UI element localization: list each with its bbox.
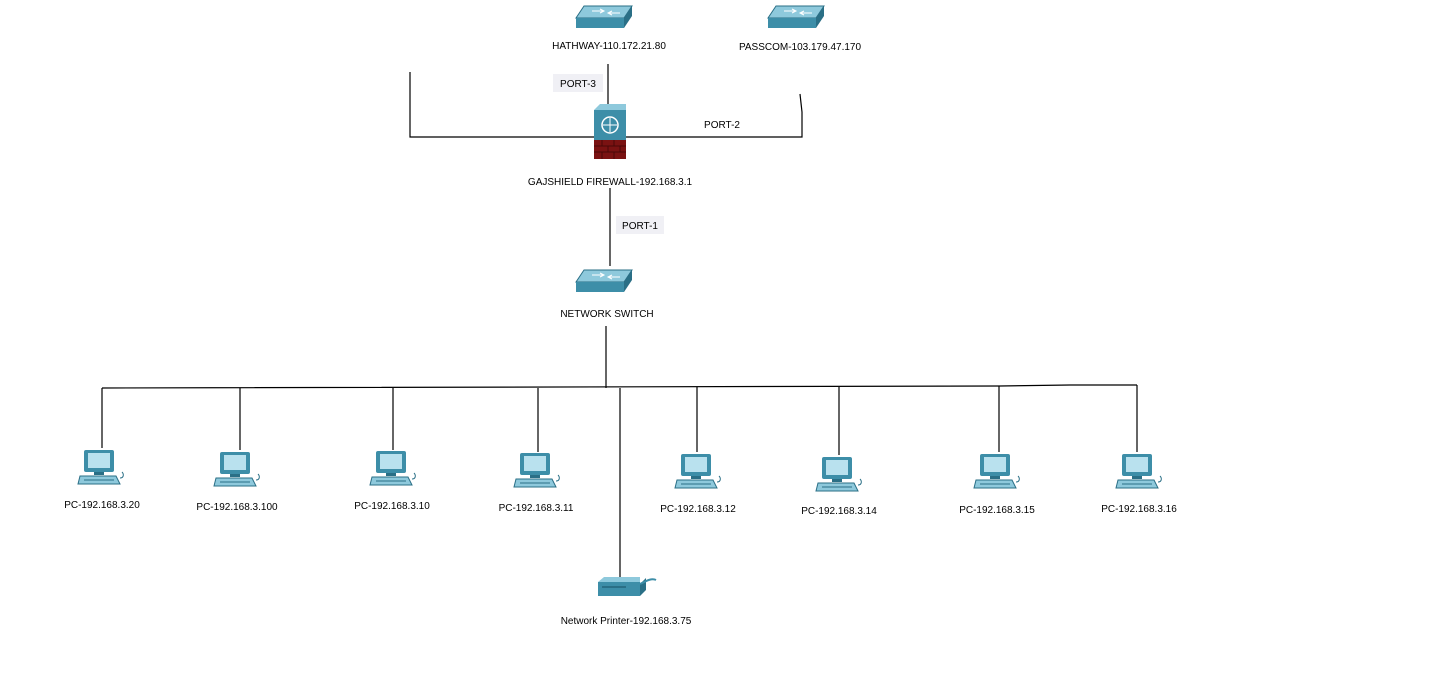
pc-label: PC-192.168.3.12 (660, 504, 736, 515)
pc-icon (369, 450, 416, 486)
switch-label: NETWORK SWITCH (560, 309, 653, 320)
firewall-label: GAJSHIELD FIREWALL-192.168.3.1 (528, 177, 693, 188)
pc-icon (1115, 453, 1162, 489)
pc-icon (674, 453, 721, 489)
pc-label: PC-192.168.3.11 (499, 503, 574, 514)
isp-label-hathway: HATHWAY-110.172.21.80 (552, 41, 666, 52)
pc-icon (973, 453, 1020, 489)
pc-icon (77, 449, 124, 485)
port-label-1: PORT-1 (622, 221, 658, 232)
pc-label: PC-192.168.3.100 (196, 502, 278, 513)
lan-bus (101, 384, 1137, 389)
link-left-loop (409, 72, 598, 138)
pc-label: PC-192.168.3.14 (801, 506, 877, 517)
pc-label: PC-192.168.3.15 (959, 505, 1035, 516)
connection-lines (101, 64, 1138, 578)
link-passcom-firewall (626, 93, 803, 138)
router-icon (767, 5, 825, 29)
pc-icon (213, 451, 260, 487)
pc-label: PC-192.168.3.20 (64, 500, 140, 511)
pc-label: PC-192.168.3.16 (1101, 504, 1177, 515)
firewall-icon (594, 104, 626, 159)
port-label-2: PORT-2 (704, 120, 740, 131)
pc-icon (513, 452, 560, 488)
pc-icon (815, 456, 862, 492)
printer-icon (598, 577, 657, 596)
switch-icon (575, 269, 633, 293)
router-icon (575, 5, 633, 29)
pc-label: PC-192.168.3.10 (354, 501, 430, 512)
printer-label: Network Printer-192.168.3.75 (561, 616, 692, 627)
isp-label-passcom: PASSCOM-103.179.47.170 (739, 42, 862, 53)
port-label-3: PORT-3 (560, 79, 596, 90)
